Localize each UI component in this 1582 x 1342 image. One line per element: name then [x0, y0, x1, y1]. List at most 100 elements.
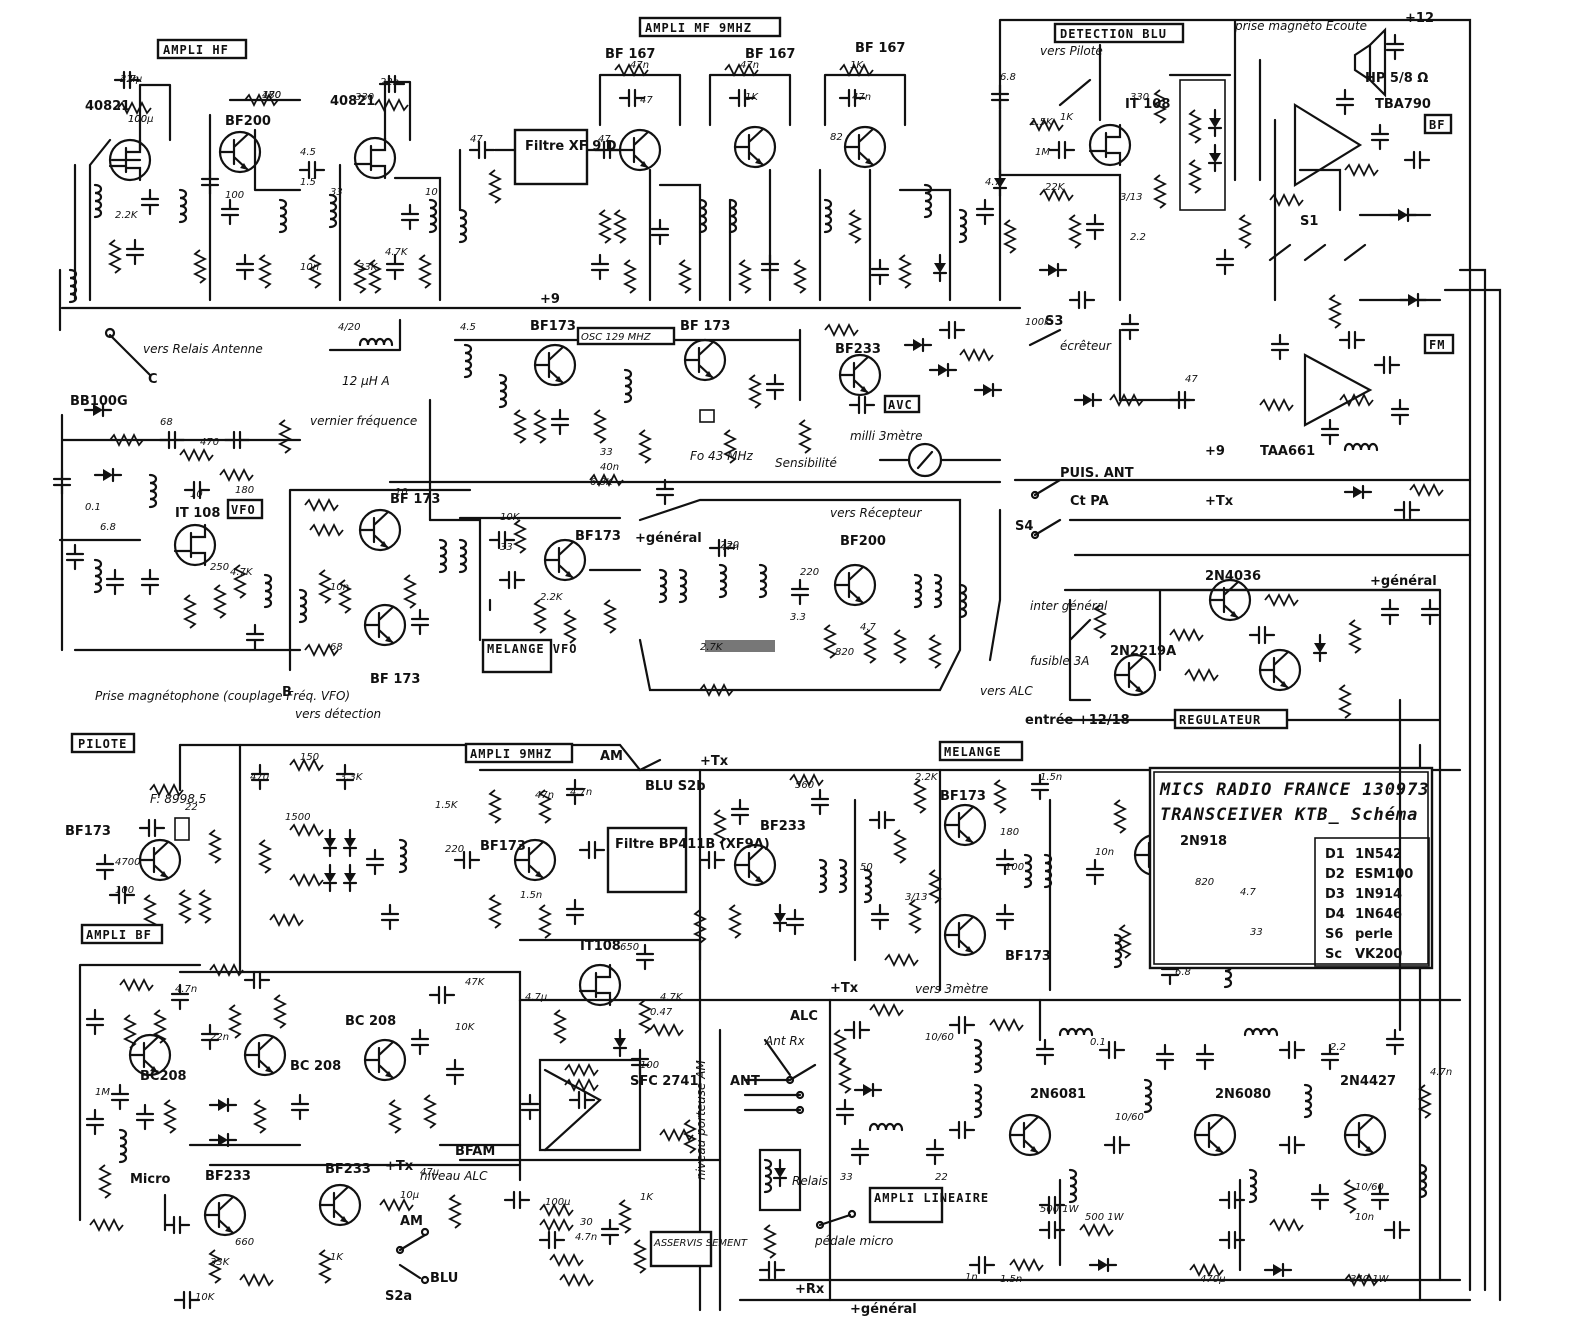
prise-magneto: prise magnéto Ecoute — [1234, 19, 1367, 33]
sensibilite: Sensibilité — [775, 456, 837, 470]
vers-relais: vers Relais Antenne — [143, 342, 263, 356]
bfam-label: BFAM — [455, 1144, 495, 1159]
vers-alc: vers ALC — [980, 684, 1033, 698]
component-value: 47 — [640, 95, 653, 106]
label-ampli-9: AMPLI 9MHZ — [470, 747, 552, 761]
legend-key-0: D1 — [1325, 847, 1345, 862]
component-value: 82 — [830, 132, 843, 143]
component-value: 4.7µ — [120, 74, 142, 85]
general-3: +général — [850, 1302, 917, 1317]
legend-key-1: D2 — [1325, 867, 1345, 882]
component-value: 1500 — [285, 812, 310, 823]
component-value: 560 — [795, 780, 814, 791]
q-2n918: 2N918 — [1180, 834, 1227, 849]
legend-key-2: D3 — [1325, 887, 1345, 902]
relais-label: Relais — [792, 1174, 828, 1188]
q-bf233-m1: BF233 — [205, 1169, 251, 1184]
inter-general: inter général — [1030, 599, 1108, 613]
component-value: 340 1W — [1350, 1274, 1390, 1285]
regulator-section — [988, 478, 1442, 719]
label-bf: BF — [1429, 118, 1445, 132]
q-2n4427: 2N4427 — [1340, 1074, 1396, 1089]
q-bc208-b: BC 208 — [290, 1059, 341, 1074]
general-1: +général — [635, 531, 702, 546]
q-bf173-pil: BF173 — [65, 824, 111, 839]
q-bf173-mel: BF173 — [575, 529, 621, 544]
component-value: 22n — [120, 74, 139, 85]
am-label-2: AM — [400, 1214, 423, 1229]
q-bf233-a9: BF233 — [760, 819, 806, 834]
crystal: F: 8998.5 — [150, 792, 206, 806]
legend-frame — [1148, 766, 1434, 970]
vernier: vernier fréquence — [310, 414, 417, 428]
ct-pa: Ct PA — [1070, 494, 1109, 509]
q-40821-b: 40821 — [330, 94, 375, 109]
component-value: 500 1W — [1040, 1204, 1080, 1215]
s4-label: S4 — [1015, 519, 1033, 534]
component-value: 6.8K — [590, 477, 614, 488]
component-value: 820 — [835, 647, 854, 658]
alc-label: ALC — [790, 1009, 818, 1024]
q-2n2219: 2N2219A — [1110, 644, 1176, 659]
component-value: 660 — [235, 1237, 254, 1248]
a-hf: 12 µH A — [342, 374, 390, 388]
q-bf167-a: BF 167 — [605, 47, 655, 62]
legend-val-4: perle — [1355, 927, 1393, 942]
component-value: 6.8 — [1000, 72, 1016, 83]
label-ampli-hf: AMPLI HF — [163, 43, 229, 57]
component-value: 1K — [745, 92, 759, 103]
component-value: 500 1W — [1085, 1212, 1125, 1223]
q-bc208-a: BC208 — [140, 1069, 187, 1084]
ant-rx: Ant Rx — [764, 1034, 806, 1048]
component-value: 47 — [470, 134, 483, 145]
component-value: 33 — [330, 187, 343, 198]
legend-val-1: ESM100 — [1355, 867, 1413, 882]
component-value: 650 — [620, 942, 639, 953]
component-value: 100 — [225, 190, 244, 201]
q-bf173-m2: BF173 — [1005, 949, 1051, 964]
component-value: 3/13 — [1120, 192, 1142, 203]
q-it108-det: IT 108 — [1125, 97, 1170, 112]
component-value: 100 — [115, 885, 134, 896]
component-value: 100 — [640, 1060, 659, 1071]
component-value: 0.1 — [85, 502, 101, 513]
q-bf200-a: BF200 — [225, 114, 271, 129]
c-hf: C — [148, 372, 158, 387]
component-value: 3.3 — [790, 612, 806, 623]
component-labels: 40821 BF200 40821 Filtre XF 9 D BF 167 B… — [65, 41, 1431, 1184]
label-osc: OSC 129 MHZ — [581, 332, 652, 343]
q-bf173-avc: BF 173 — [680, 319, 730, 334]
section-labels: AMPLI HF AMPLI MF 9MHZ DETECTION BLU BF … — [70, 16, 1455, 1268]
vers-recepteur: vers Récepteur — [830, 506, 922, 520]
q-bf167-c: BF 167 — [855, 41, 905, 56]
label-ampli-mf: AMPLI MF 9MHZ — [645, 21, 752, 35]
component-value: 470 — [250, 772, 269, 783]
component-value: 2.2K — [115, 210, 139, 221]
detection-section — [975, 43, 1232, 402]
prise-vfo: Prise magnétophone (couplage Fréq. VFO) — [95, 689, 350, 703]
s1-label: S1 — [1300, 214, 1318, 229]
tx-a: +Tx — [700, 754, 729, 769]
milli: milli 3mètre — [850, 429, 923, 443]
q-bf167-b: BF 167 — [745, 47, 795, 62]
ic-tba790: TBA790 — [1375, 97, 1431, 112]
fo-label: Fo 43 MHz — [690, 449, 754, 463]
q-bf173-vfo2: BF 173 — [370, 672, 420, 687]
component-value: 6.8 — [100, 522, 116, 533]
melange-section — [853, 768, 1275, 992]
component-value: 2.2K — [915, 772, 939, 783]
component-value: 4700 — [115, 857, 140, 868]
label-asservissement: ASSERVIS SEMENT — [653, 1238, 748, 1249]
pedale-label: pédale micro — [814, 1234, 893, 1248]
component-value: 10n — [1095, 847, 1114, 858]
entree: entrée +12/18 — [1025, 713, 1130, 728]
q-it108-bf: IT108 — [580, 939, 621, 954]
label-melange-vfo: MELANGE VFO — [487, 642, 577, 656]
ampli-lineaire-section — [828, 698, 1431, 1302]
component-value: 2.2K — [540, 592, 564, 603]
puis-ant: PUIS. ANT — [1060, 466, 1134, 481]
component-value: 4.7n — [575, 1232, 597, 1243]
component-value: 1n — [965, 1272, 978, 1283]
component-value: 47 — [1185, 374, 1198, 385]
